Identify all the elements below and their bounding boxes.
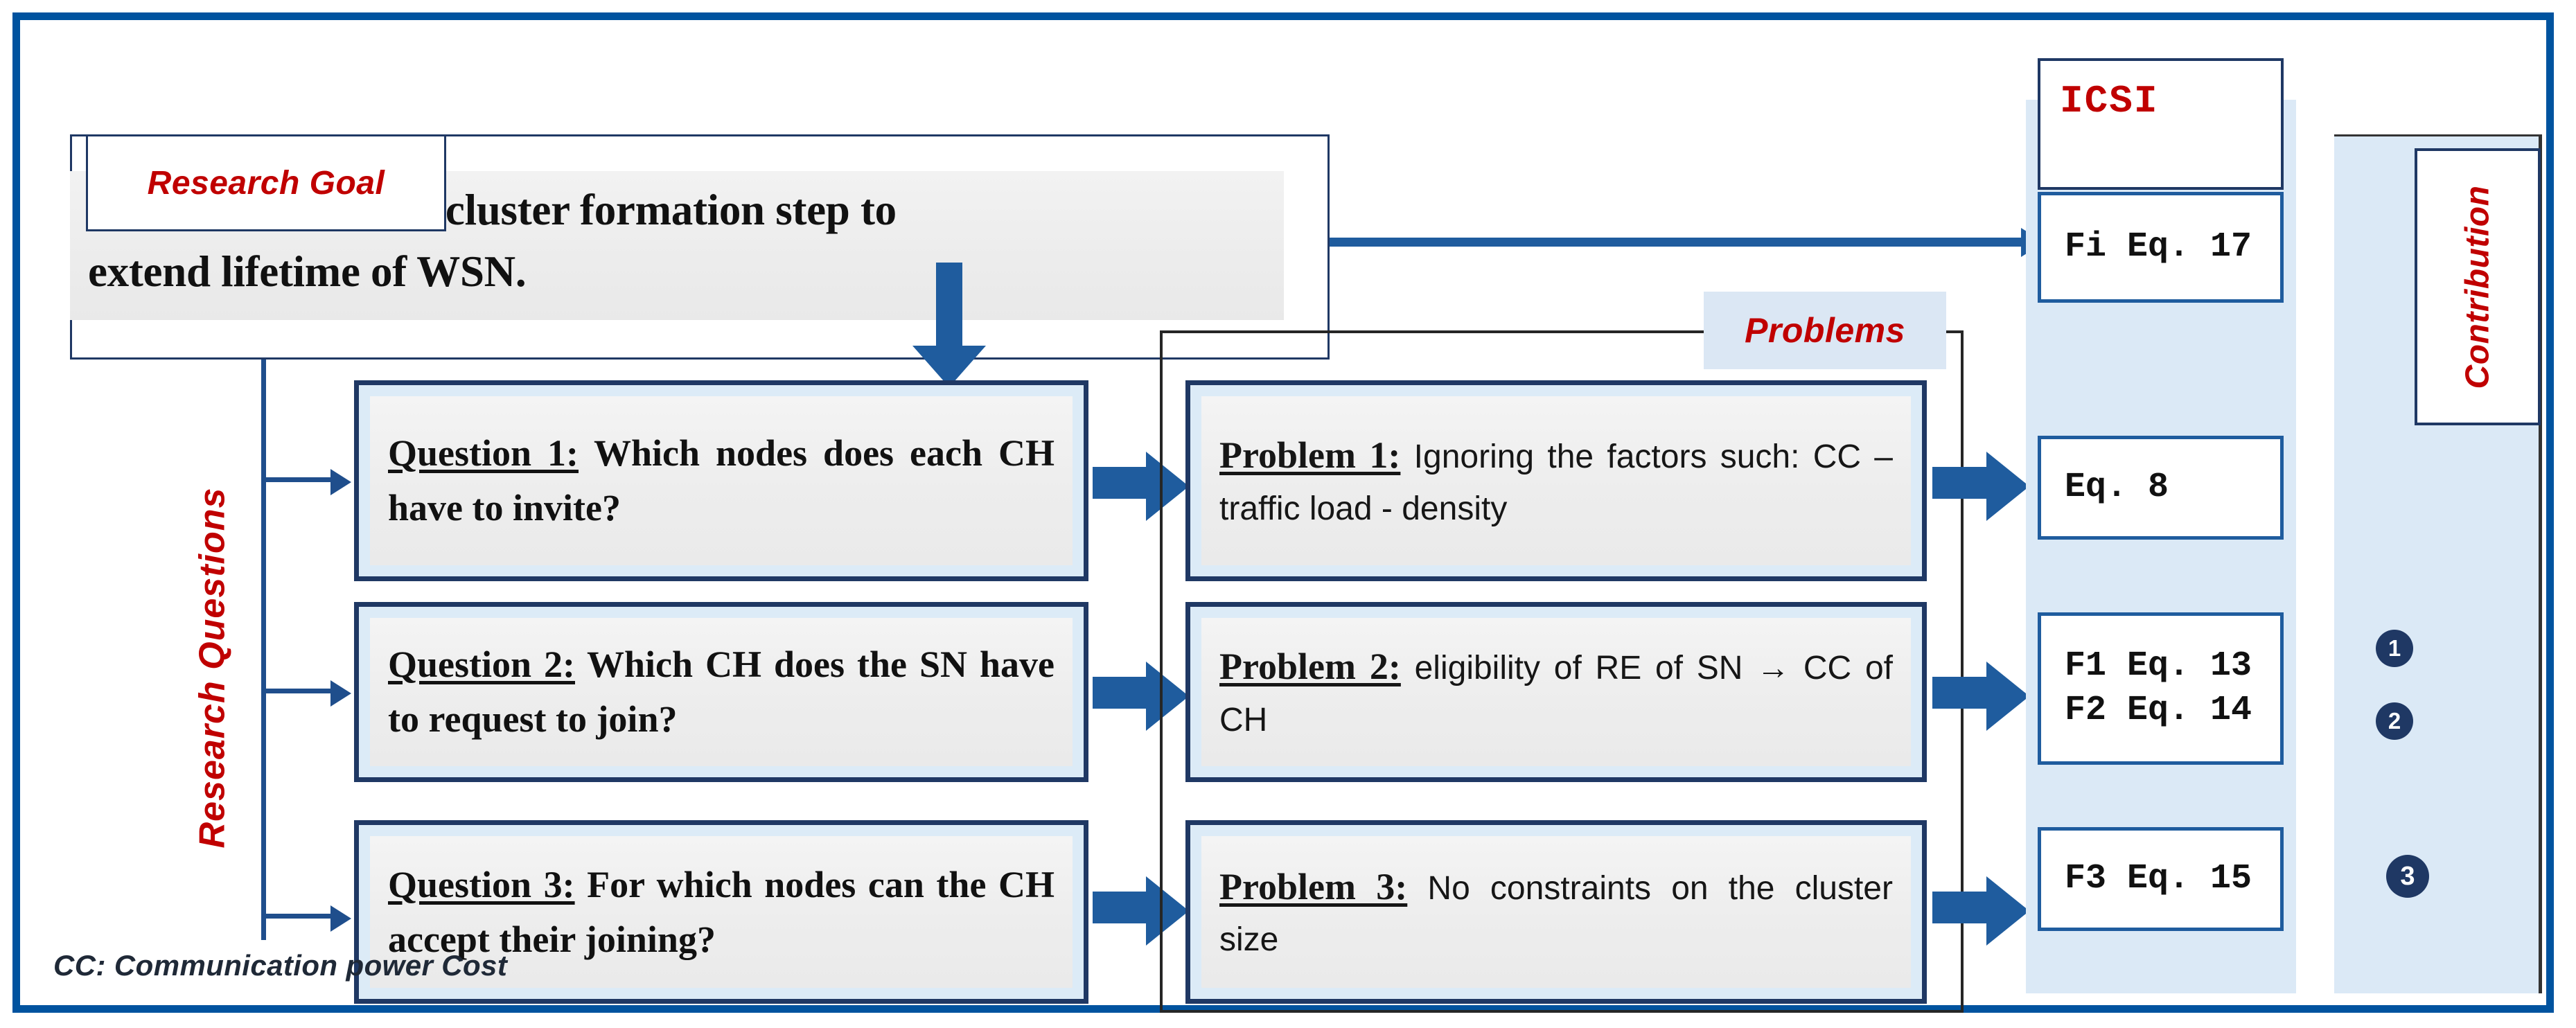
question-card-2-inner: Question 2: Which CH does the SN have to… bbox=[370, 618, 1073, 766]
problem-1-body: Ignoring the factors such: CC – traffic … bbox=[1219, 438, 1894, 527]
problems-group-outline-top-right bbox=[1945, 330, 1964, 333]
contribution-badge-label: Contribution bbox=[2459, 185, 2496, 389]
research-goal-badge: Research Goal bbox=[86, 134, 446, 231]
problem-card-1-inner: Problem 1: Ignoring the factors such: CC… bbox=[1201, 396, 1911, 565]
research-questions-label: Research Questions bbox=[181, 387, 243, 948]
question-1-body: Which nodes does each CH have to invite? bbox=[388, 432, 1055, 529]
problem-to-equation-arrow-1-stem bbox=[1932, 467, 1989, 499]
problem-to-equation-arrow-3-head bbox=[1986, 876, 2029, 946]
equation-eq8-line1: Eq. 8 bbox=[2065, 468, 2169, 507]
rq-connector-2-arrow-head bbox=[330, 680, 351, 707]
question-3-text: Question 3: For which nodes can the CH a… bbox=[388, 858, 1055, 967]
research-questions-bracket-line bbox=[261, 360, 266, 940]
rq-connector-3 bbox=[261, 914, 332, 919]
icsi-badge: ICSI bbox=[2038, 58, 2284, 190]
question-card-3-inner: Question 3: For which nodes can the CH a… bbox=[370, 836, 1073, 988]
question-1-text: Question 1: Which nodes does each CH hav… bbox=[388, 426, 1055, 535]
problem-3-body: No constraints on the cluster size bbox=[1219, 869, 1893, 959]
question-1-lead: Question 1: bbox=[388, 432, 579, 475]
problem-card-1[interactable]: Problem 1: Ignoring the factors such: CC… bbox=[1185, 380, 1927, 581]
rq-connector-2 bbox=[261, 689, 332, 693]
question-2-lead: Question 2: bbox=[388, 644, 575, 686]
contribution-number-3: 3 bbox=[2386, 855, 2429, 898]
question-to-problem-arrow-2-stem bbox=[1093, 677, 1149, 709]
question-to-problem-arrow-2-head bbox=[1146, 662, 1189, 731]
question-card-2[interactable]: Question 2: Which CH does the SN have to… bbox=[354, 602, 1088, 782]
goal-to-question-arrow-stem bbox=[936, 263, 962, 353]
question-to-problem-arrow-1-head bbox=[1146, 452, 1189, 521]
problem-to-equation-arrow-2-head bbox=[1986, 662, 2029, 731]
equation-box-eq8[interactable]: Eq. 8 bbox=[2038, 436, 2284, 540]
question-to-problem-arrow-3-head bbox=[1146, 876, 1189, 946]
problem-2-body: eligibility of RE of SN → CC of CH bbox=[1219, 650, 1893, 738]
question-to-problem-arrow-1-stem bbox=[1093, 467, 1149, 499]
problems-group-outline-top-left bbox=[1160, 330, 1707, 333]
question-card-1-inner: Question 1: Which nodes does each CH hav… bbox=[370, 396, 1073, 565]
footnote-text: CC: Communication power Cost bbox=[53, 949, 508, 982]
contribution-number-1: 1 bbox=[2376, 630, 2413, 667]
contribution-number-2: 2 bbox=[2376, 702, 2413, 740]
question-3-body: For which nodes can the CH accept their … bbox=[388, 863, 1055, 960]
equation-box-fi-eq17[interactable]: Fi Eq. 17 bbox=[2038, 192, 2284, 303]
goal-to-equation-line bbox=[1330, 238, 2031, 247]
equation-f2-eq14: F2 Eq. 14 bbox=[2065, 691, 2252, 730]
research-goal-line2: extend lifetime of WSN. bbox=[88, 247, 527, 296]
rq-connector-1 bbox=[261, 477, 332, 482]
contribution-badge: Contribution bbox=[2415, 148, 2541, 425]
problem-3-lead: Problem 3: bbox=[1219, 865, 1408, 907]
contribution-number-2-label: 2 bbox=[2388, 708, 2401, 734]
problems-badge-label: Problems bbox=[1745, 311, 1905, 350]
equation-box-f3-eq15[interactable]: F3 Eq. 15 bbox=[2038, 827, 2284, 931]
problems-badge: Problems bbox=[1704, 292, 1946, 369]
rq-connector-3-arrow-head bbox=[330, 905, 351, 932]
equation-f3-eq15: F3 Eq. 15 bbox=[2065, 859, 2252, 898]
problem-card-2[interactable]: Problem 2: eligibility of RE of SN → CC … bbox=[1185, 602, 1927, 782]
rq-connector-1-arrow-head bbox=[330, 469, 351, 495]
question-2-body: Which CH does the SN have to request to … bbox=[388, 644, 1055, 740]
problem-2-text: Problem 2: eligibility of RE of SN → CC … bbox=[1219, 638, 1893, 745]
problem-card-3[interactable]: Problem 3: No constraints on the cluster… bbox=[1185, 820, 1927, 1004]
diagram-canvas: Enhance cluster formation step to extend… bbox=[20, 20, 2546, 1013]
research-questions-label-text: Research Questions bbox=[192, 487, 232, 849]
problem-to-equation-arrow-2-stem bbox=[1932, 677, 1989, 709]
problem-1-text: Problem 1: Ignoring the factors such: CC… bbox=[1219, 427, 1893, 534]
question-3-lead: Question 3: bbox=[388, 863, 575, 905]
question-card-3[interactable]: Question 3: For which nodes can the CH a… bbox=[354, 820, 1088, 1004]
contribution-number-1-label: 1 bbox=[2388, 635, 2401, 661]
problem-card-2-inner: Problem 2: eligibility of RE of SN → CC … bbox=[1201, 618, 1911, 766]
diagram-frame: Enhance cluster formation step to extend… bbox=[12, 12, 2554, 1013]
problem-3-text: Problem 3: No constraints on the cluster… bbox=[1219, 858, 1893, 966]
question-to-problem-arrow-3-stem bbox=[1093, 892, 1149, 923]
question-2-text: Question 2: Which CH does the SN have to… bbox=[388, 637, 1055, 747]
problem-to-equation-arrow-3-stem bbox=[1932, 892, 1989, 923]
question-card-1[interactable]: Question 1: Which nodes does each CH hav… bbox=[354, 380, 1088, 581]
problem-1-lead: Problem 1: bbox=[1219, 434, 1401, 477]
problem-card-3-inner: Problem 3: No constraints on the cluster… bbox=[1201, 836, 1911, 988]
icsi-badge-label: ICSI bbox=[2060, 79, 2159, 123]
equation-fi-eq17-line1: Fi Eq. 17 bbox=[2065, 227, 2252, 267]
problem-2-lead: Problem 2: bbox=[1219, 646, 1401, 688]
problem-to-equation-arrow-1-head bbox=[1986, 452, 2029, 521]
research-goal-badge-label: Research Goal bbox=[147, 164, 385, 202]
equation-box-f1-f2[interactable]: F1 Eq. 13 F2 Eq. 14 bbox=[2038, 612, 2284, 765]
equation-f1-eq13: F1 Eq. 13 bbox=[2065, 646, 2252, 686]
contribution-number-3-label: 3 bbox=[2400, 861, 2415, 891]
footnote-legend: CC: Communication power Cost bbox=[53, 941, 746, 990]
